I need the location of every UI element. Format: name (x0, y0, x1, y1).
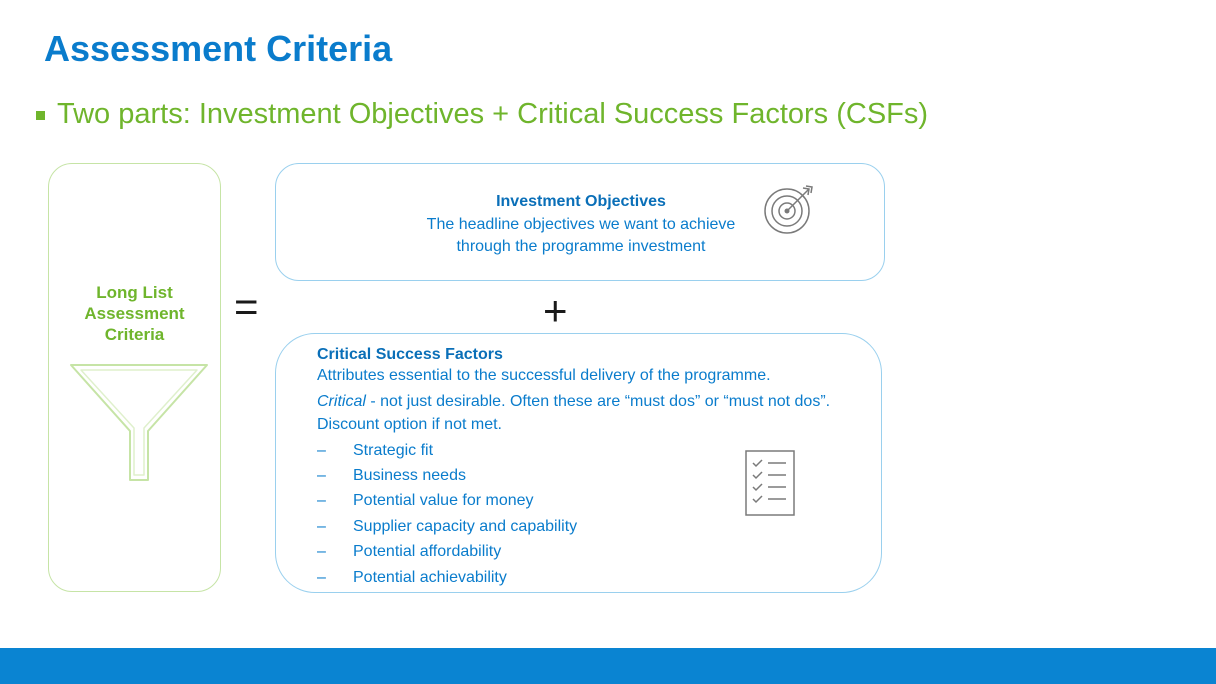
csf-item-text: Strategic fit (353, 441, 434, 459)
investment-objectives-description: The headline objectives we want to achie… (276, 214, 886, 258)
slide-title: Assessment Criteria (44, 28, 393, 69)
csf-item-text: Supplier capacity and capability (353, 517, 578, 535)
long-list-label-line: Assessment (84, 304, 185, 323)
csf-title: Critical Success Factors (317, 346, 503, 363)
csf-list-item: – Potential affordability (317, 540, 577, 565)
csf-list-item: – Potential value for money (317, 489, 577, 514)
footer-bar (0, 648, 1216, 684)
dash-marker: – (317, 543, 326, 561)
dash-marker: – (317, 467, 326, 485)
csf-note-text: - not just desirable. Often these are “m… (317, 393, 831, 433)
csf-description: Attributes essential to the successful d… (317, 367, 771, 384)
dash-marker: – (317, 568, 326, 586)
funnel-icon (70, 364, 208, 481)
long-list-label: Long List Assessment Criteria (49, 282, 220, 345)
investment-objectives-desc-line: through the programme investment (456, 238, 706, 255)
long-list-label-line: Criteria (104, 325, 165, 344)
dash-marker: – (317, 517, 326, 535)
csf-list-item: – Business needs (317, 463, 577, 488)
investment-objectives-desc-line: The headline objectives we want to achie… (426, 216, 736, 233)
bullet-item: Two parts: Investment Objectives + Criti… (36, 98, 928, 131)
long-list-label-line: Long List (96, 283, 173, 302)
csf-list: – Strategic fit – Business needs – Potentia… (317, 438, 577, 590)
checklist-icon (745, 450, 795, 516)
csf-list-item: – Potential achievability (317, 565, 577, 590)
investment-objectives-title: Investment Objectives (496, 193, 666, 210)
csf-item-text: Business needs (353, 467, 466, 485)
csf-note-emphasis: Critical (317, 393, 366, 410)
bullet-marker (36, 111, 45, 120)
bullet-text: Two parts: Investment Objectives + Criti… (57, 98, 929, 130)
csf-item-text: Potential achievability (353, 568, 507, 586)
investment-objectives-box: Investment Objectives The headline objec… (275, 163, 885, 281)
target-icon (764, 185, 813, 234)
long-list-box: Long List Assessment Criteria (48, 163, 221, 592)
equals-sign: = (234, 283, 259, 330)
csf-list-item: – Supplier capacity and capability (317, 514, 577, 539)
csf-note: Critical - not just desirable. Often the… (317, 390, 857, 436)
csf-list-item: – Strategic fit (317, 438, 577, 463)
critical-success-factors-box: Critical Success Factors Attributes esse… (275, 333, 882, 593)
dash-marker: – (317, 441, 326, 459)
dash-marker: – (317, 492, 326, 510)
csf-item-text: Potential affordability (353, 543, 502, 561)
plus-sign: + (543, 287, 568, 334)
csf-item-text: Potential value for money (353, 492, 534, 510)
